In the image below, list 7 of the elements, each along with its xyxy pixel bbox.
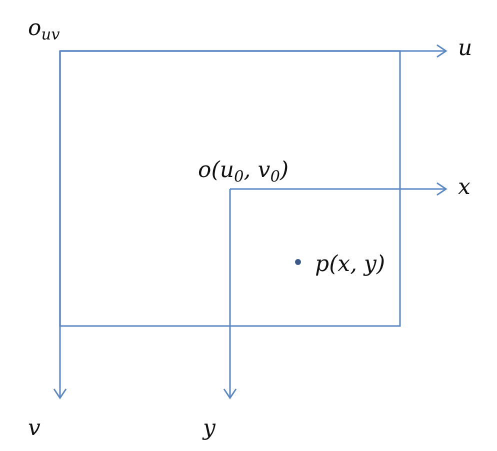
axis-label: v [28,418,40,440]
axis-label: x [458,177,470,199]
axis-label: o(u$_{0}$, v$_{0}$) [198,160,289,186]
axis-label: u [458,38,472,60]
axis-label: y [203,418,216,440]
axis-label: p(x, y) [315,254,386,276]
axis-label: o$_{uv}$ [28,18,60,44]
